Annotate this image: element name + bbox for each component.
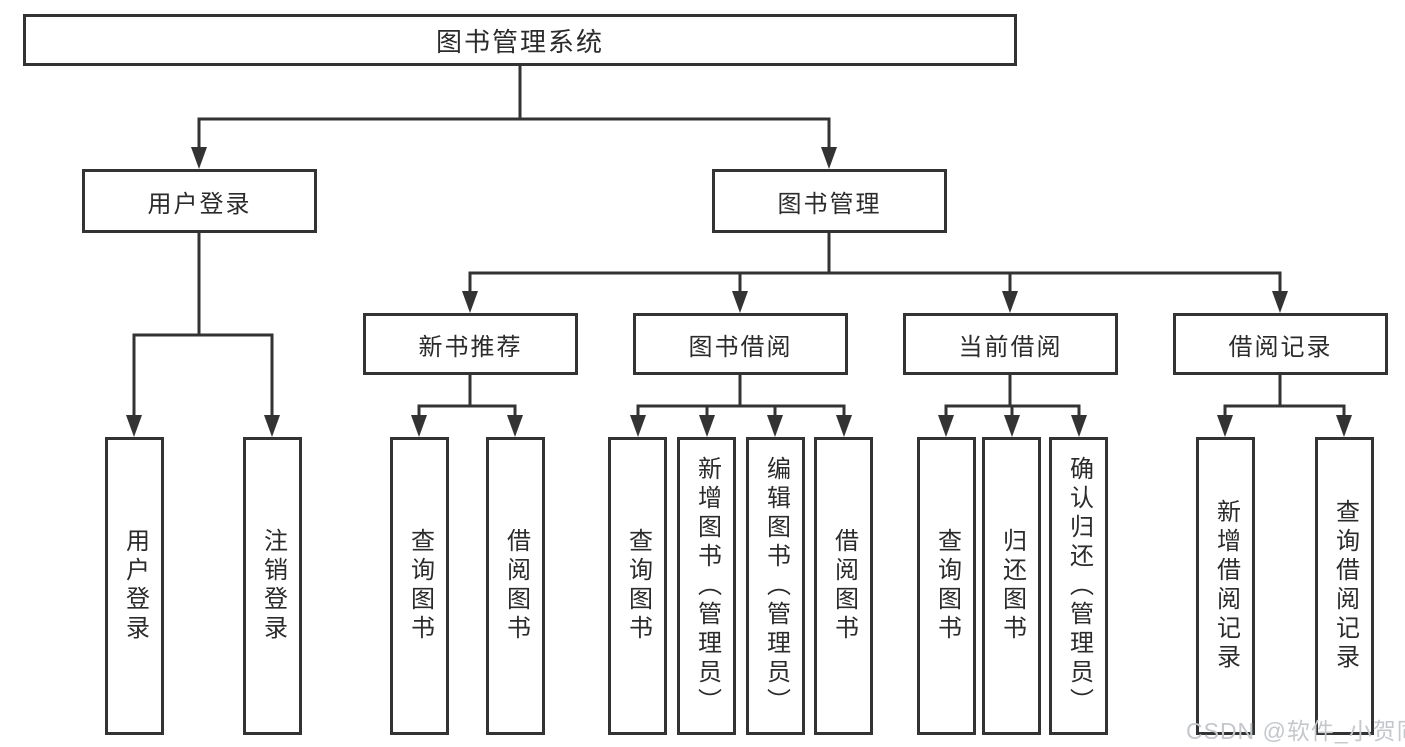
leaf-borrow-books-label: 借阅图书 bbox=[830, 528, 858, 644]
arrow-down-icon bbox=[836, 415, 852, 437]
node-borrow-records: 借阅记录 bbox=[1173, 313, 1388, 375]
connector-current-borrow-to-leaves bbox=[938, 375, 1087, 437]
arrow-down-icon bbox=[1272, 291, 1288, 313]
arrow-down-icon bbox=[938, 415, 954, 437]
leaf-add-borrow-record: 新增借阅记录 bbox=[1196, 437, 1255, 735]
node-current-borrow-label: 当前借阅 bbox=[958, 333, 1063, 361]
arrow-down-icon bbox=[630, 415, 646, 437]
arrow-down-icon bbox=[767, 415, 783, 437]
node-current-borrow: 当前借阅 bbox=[903, 313, 1118, 375]
arrow-down-icon bbox=[462, 291, 478, 313]
arrow-down-icon bbox=[1004, 415, 1020, 437]
leaf-return-books: 归还图书 bbox=[982, 437, 1041, 735]
node-new-book-recommend-label: 新书推荐 bbox=[418, 333, 523, 361]
leaf-user-login-label: 用户登录 bbox=[121, 528, 149, 644]
csdn-watermark: CSDN @软件_小贺同学 bbox=[1186, 718, 1405, 744]
node-library-system-label: 图书管理系统 bbox=[435, 26, 604, 57]
leaf-edit-books-admin: 编辑图书（管理员） bbox=[746, 437, 805, 735]
arrow-down-icon bbox=[264, 415, 280, 437]
leaf-logout: 注销登录 bbox=[243, 437, 302, 735]
leaf-query-books-current-label: 查询图书 bbox=[933, 528, 961, 644]
arrow-down-icon bbox=[1217, 415, 1233, 437]
leaf-query-books-borrow: 查询图书 bbox=[608, 437, 667, 735]
leaf-edit-books-admin-label: 编辑图书（管理员） bbox=[762, 455, 790, 717]
node-user-login-label: 用户登录 bbox=[147, 190, 252, 218]
connector-book-mgmt-to-level3 bbox=[462, 233, 1288, 313]
connector-book-borrow-to-leaves bbox=[630, 375, 852, 437]
leaf-add-books-admin-label: 新增图书（管理员） bbox=[693, 455, 721, 717]
arrow-down-icon bbox=[1336, 415, 1352, 437]
leaf-add-borrow-record-label: 新增借阅记录 bbox=[1212, 499, 1240, 673]
arrow-down-icon bbox=[699, 415, 715, 437]
node-library-system: 图书管理系统 bbox=[23, 14, 1017, 66]
leaf-query-books-borrow-label: 查询图书 bbox=[624, 528, 652, 644]
leaf-query-books-current: 查询图书 bbox=[917, 437, 976, 735]
connector-borrow-records-to-leaves bbox=[1217, 375, 1352, 437]
node-book-borrow-label: 图书借阅 bbox=[688, 333, 793, 361]
arrow-down-icon bbox=[821, 147, 837, 169]
arrow-down-icon bbox=[1071, 415, 1087, 437]
leaf-borrow-books-recommend-label: 借阅图书 bbox=[502, 528, 530, 644]
leaf-confirm-return-admin: 确认归还（管理员） bbox=[1049, 437, 1108, 735]
node-book-management-label: 图书管理 bbox=[777, 190, 882, 218]
leaf-query-books-recommend: 查询图书 bbox=[390, 437, 449, 735]
leaf-query-borrow-record: 查询借阅记录 bbox=[1315, 437, 1374, 735]
leaf-logout-label: 注销登录 bbox=[259, 528, 287, 644]
leaf-borrow-books-recommend: 借阅图书 bbox=[486, 437, 545, 735]
connector-new-book-to-leaves bbox=[411, 375, 523, 437]
arrow-down-icon bbox=[191, 147, 207, 169]
node-book-management: 图书管理 bbox=[712, 169, 947, 233]
leaf-return-books-label: 归还图书 bbox=[998, 528, 1026, 644]
leaf-user-login: 用户登录 bbox=[105, 437, 164, 735]
arrow-down-icon bbox=[126, 415, 142, 437]
connector-user-login-to-leaves bbox=[126, 233, 280, 437]
leaf-query-books-recommend-label: 查询图书 bbox=[406, 528, 434, 644]
leaf-borrow-books: 借阅图书 bbox=[814, 437, 873, 735]
arrow-down-icon bbox=[411, 415, 427, 437]
arrow-down-icon bbox=[732, 291, 748, 313]
node-book-borrow: 图书借阅 bbox=[633, 313, 848, 375]
arrow-down-icon bbox=[1002, 291, 1018, 313]
arrow-down-icon bbox=[507, 415, 523, 437]
node-borrow-records-label: 借阅记录 bbox=[1228, 333, 1333, 361]
connector-root-to-level2 bbox=[191, 66, 837, 169]
leaf-query-borrow-record-label: 查询借阅记录 bbox=[1331, 499, 1359, 673]
leaf-add-books-admin: 新增图书（管理员） bbox=[677, 437, 736, 735]
node-user-login: 用户登录 bbox=[82, 169, 317, 233]
leaf-confirm-return-admin-label: 确认归还（管理员） bbox=[1065, 455, 1093, 717]
node-new-book-recommend: 新书推荐 bbox=[363, 313, 578, 375]
